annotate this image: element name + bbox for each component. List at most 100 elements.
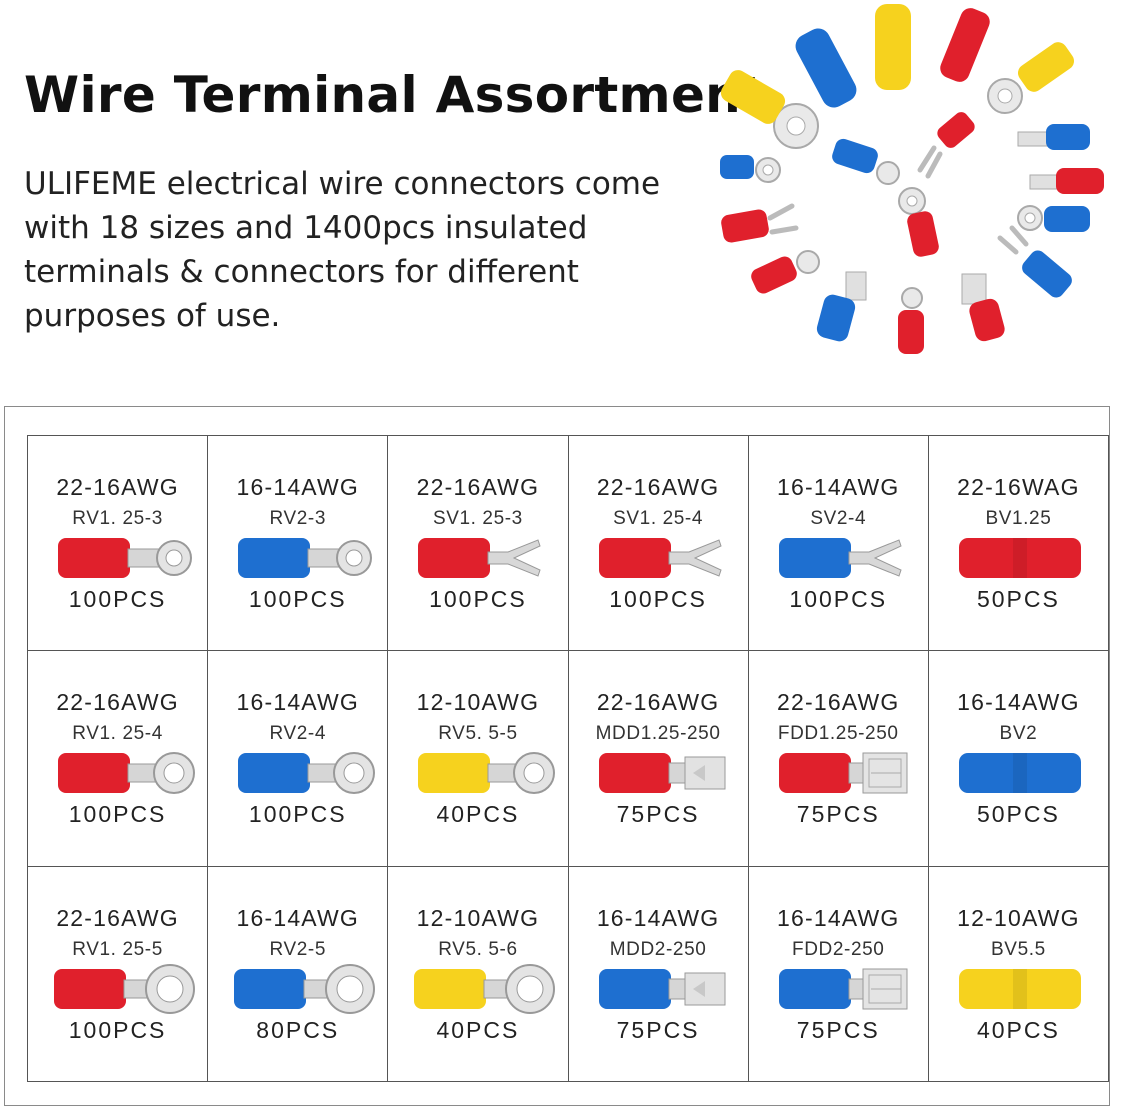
quantity-label: 75PCS — [796, 801, 880, 828]
model-label: BV5.5 — [991, 938, 1046, 960]
quantity-label: 100PCS — [68, 586, 167, 612]
terminal-cell-sv2-4: 16-14AWG SV2-4 100PCS — [748, 436, 929, 652]
hero-terminal-blue-ring-left — [720, 155, 781, 183]
terminal-cell-fdd1-25-250: 22-16AWG FDD1.25-250 75PCS — [748, 651, 929, 867]
awg-label: 16-14AWG — [236, 689, 359, 716]
hero-terminal-yellow-ring-right — [987, 42, 1075, 114]
terminal-image — [238, 752, 376, 795]
quantity-label: 100PCS — [429, 586, 527, 612]
quantity-label: 80PCS — [256, 1016, 340, 1043]
quantity-label: 75PCS — [796, 1016, 880, 1043]
quantity-label: 100PCS — [609, 586, 707, 612]
awg-label: 22-16AWG — [56, 904, 179, 931]
terminal-chart-frame: 22-16AWG RV1. 25-3 100PCS 16-14AWG RV2-3… — [4, 406, 1110, 1106]
awg-label: 22-16WAG — [957, 474, 1080, 500]
quantity-label: 100PCS — [68, 801, 167, 828]
terminal-image — [958, 538, 1081, 578]
terminal-image — [418, 752, 556, 795]
terminal-image — [598, 968, 725, 1009]
model-label: RV2-5 — [269, 938, 326, 960]
quantity-label: 40PCS — [976, 1016, 1060, 1043]
terminal-cell-fdd2-250: 16-14AWG FDD2-250 75PCS — [748, 866, 929, 1082]
hero-terminal-red-ring-center — [898, 187, 939, 257]
terminal-image — [778, 968, 908, 1010]
terminal-cell-sv1-25-3: 22-16AWG SV1. 25-3 100PCS — [388, 436, 569, 652]
quantity-label: 75PCS — [616, 1016, 700, 1043]
terminal-image — [234, 963, 376, 1014]
model-label: RV1. 25-5 — [72, 938, 163, 960]
model-label: FDD2-250 — [792, 938, 885, 960]
hero-terminal-red-fork-center — [917, 112, 975, 179]
terminal-image — [958, 968, 1081, 1009]
hero-terminal-red-fork-left — [721, 203, 799, 243]
terminal-size-grid: 22-16AWG RV1. 25-3 100PCS 16-14AWG RV2-3… — [27, 435, 1109, 1082]
awg-label: 16-14AWG — [957, 689, 1080, 716]
terminal-cell-sv1-25-4: 22-16AWG SV1. 25-4 100PCS — [568, 436, 749, 652]
quantity-label: 75PCS — [616, 801, 700, 828]
terminal-image — [54, 963, 195, 1014]
model-label: SV1. 25-3 — [432, 508, 523, 529]
terminal-image — [958, 753, 1081, 794]
terminal-cell-rv1-25-5: 22-16AWG RV1. 25-5 100PCS — [28, 866, 209, 1082]
hero-terminal-red-ring-bottom — [898, 287, 924, 354]
terminal-image — [778, 752, 908, 794]
terminal-cell-mdd1-25-250: 22-16AWG MDD1.25-250 75PCS — [568, 651, 749, 867]
model-label: RV1. 25-4 — [72, 723, 163, 745]
model-label: RV1. 25-3 — [72, 508, 163, 529]
terminal-cell-rv1-25-3: 22-16AWG RV1. 25-3 100PCS — [28, 436, 209, 652]
terminal-image — [418, 538, 541, 578]
hero-terminal-yellow-ring — [720, 70, 819, 149]
product-description: ULIFEME electrical wire connectors come … — [24, 166, 661, 334]
quantity-label: 40PCS — [436, 801, 520, 828]
hero-terminal-blue-fork-right — [997, 225, 1072, 298]
model-label: BV1.25 — [985, 508, 1052, 529]
hero-terminal-red-female-lower — [961, 273, 1005, 342]
model-label: FDD1.25-250 — [777, 723, 899, 745]
quantity-label: 100PCS — [789, 586, 888, 612]
model-label: RV5. 5-5 — [438, 723, 518, 745]
terminal-image — [598, 538, 722, 578]
awg-label: 22-16AWG — [776, 689, 900, 716]
hero-terminal-blue-male-right — [1017, 124, 1090, 150]
terminal-image — [238, 538, 373, 578]
model-label: RV2-4 — [269, 723, 326, 745]
terminal-cell-mdd2-250: 16-14AWG MDD2-250 75PCS — [568, 866, 749, 1082]
terminal-image — [58, 538, 192, 578]
hero-terminal-blue-female-lower — [816, 271, 867, 342]
terminals-photo — [720, 4, 1104, 354]
terminal-cell-bv1-25: 22-16WAG BV1.25 50PCS — [928, 436, 1109, 652]
terminal-cell-bv5-5: 12-10AWG BV5.5 40PCS — [928, 866, 1109, 1082]
terminal-image — [414, 963, 556, 1014]
awg-label: 22-16AWG — [416, 474, 540, 500]
hero-terminal-blue-ring-right — [1017, 205, 1090, 232]
terminal-image — [778, 538, 902, 578]
awg-label: 12-10AWG — [416, 689, 540, 716]
hero-terminal-red-ring-lower-left — [751, 250, 820, 294]
quantity-label: 100PCS — [248, 801, 347, 828]
terminal-cell-rv5-5-5: 12-10AWG RV5. 5-5 40PCS — [388, 651, 569, 867]
hero-terminal-red-male-right — [1029, 168, 1104, 194]
awg-label: 12-10AWG — [957, 904, 1080, 931]
quantity-label: 100PCS — [68, 1016, 167, 1043]
model-label: SV1. 25-4 — [613, 508, 704, 529]
model-label: MDD1.25-250 — [595, 723, 721, 745]
hero-terminal-yellow-butt — [875, 4, 911, 90]
terminal-cell-rv2-3: 16-14AWG RV2-3 100PCS — [208, 436, 389, 652]
model-label: RV5. 5-6 — [438, 938, 518, 960]
awg-label: 16-14AWG — [776, 474, 900, 500]
page-title: Wire Terminal Assortment — [24, 66, 766, 124]
terminal-cell-rv2-5: 16-14AWG RV2-5 80PCS — [208, 866, 389, 1082]
awg-label: 22-16AWG — [56, 474, 179, 500]
awg-label: 22-16AWG — [596, 689, 720, 716]
quantity-label: 40PCS — [436, 1016, 520, 1043]
model-label: MDD2-250 — [609, 938, 707, 960]
hero-terminal-red-butt — [940, 8, 990, 82]
awg-label: 12-10AWG — [416, 904, 540, 931]
awg-label: 16-14AWG — [776, 904, 900, 931]
model-label: BV2 — [999, 723, 1038, 745]
terminal-cell-rv5-5-6: 12-10AWG RV5. 5-6 40PCS — [388, 866, 569, 1082]
awg-label: 22-16AWG — [56, 689, 179, 716]
quantity-label: 100PCS — [248, 586, 347, 612]
awg-label: 22-16AWG — [596, 474, 720, 500]
model-label: RV2-3 — [269, 508, 326, 529]
